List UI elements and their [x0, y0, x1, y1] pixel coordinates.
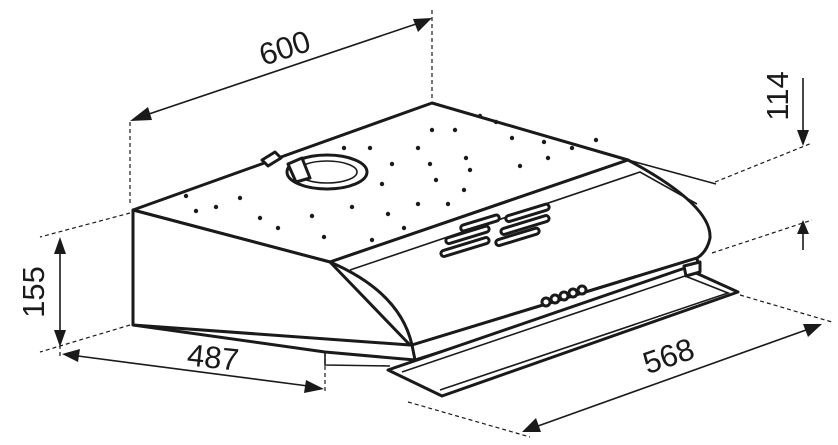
- dimension-height-front-label: 155: [16, 266, 51, 318]
- visor-tray-inner: [401, 275, 731, 391]
- hood-underside-rail: [324, 352, 391, 367]
- arrow-up-icon: [797, 220, 809, 234]
- dimension-depth-label: 487: [186, 337, 241, 377]
- control-button-1: [540, 296, 552, 308]
- hood-left-side-panel: [131, 208, 412, 347]
- visor-tray: [386, 266, 740, 398]
- control-button-5: [576, 284, 588, 296]
- arrow-left-icon: [62, 349, 80, 362]
- visor-handle: [682, 260, 702, 278]
- arrow-left-icon: [522, 418, 541, 432]
- dimension-width-label: 600: [255, 23, 315, 72]
- extension-lines: [39, 10, 833, 438]
- control-buttons: [540, 284, 588, 308]
- arrow-down-icon: [797, 130, 809, 146]
- arrow-up-icon: [54, 237, 66, 254]
- hood-front-panel: [328, 158, 712, 347]
- control-button-4: [567, 287, 579, 299]
- dimension-depth-bottom: 568: [522, 324, 822, 432]
- hood-rear-edge: [627, 159, 717, 185]
- dimension-height-top: 114: [760, 71, 809, 250]
- arrow-down-icon: [54, 330, 66, 347]
- dimension-width: 600: [130, 18, 432, 121]
- exhaust-collar: [260, 150, 369, 191]
- dimension-height-front: 155: [16, 237, 66, 347]
- arrow-right-icon: [304, 380, 324, 393]
- control-button-2: [549, 293, 561, 305]
- dimension-height-top-label: 114: [760, 71, 795, 120]
- vent-slots: [439, 202, 551, 258]
- damper-flap-icon: [286, 156, 312, 184]
- arrow-right-icon: [803, 324, 822, 337]
- arrow-left-icon: [130, 107, 152, 121]
- arrow-right-icon: [413, 18, 432, 32]
- dimension-depth: 487: [62, 337, 324, 393]
- mounting-holes: [183, 113, 599, 243]
- dimension-depth-bottom-label: 568: [638, 331, 698, 381]
- control-button-3: [558, 290, 570, 302]
